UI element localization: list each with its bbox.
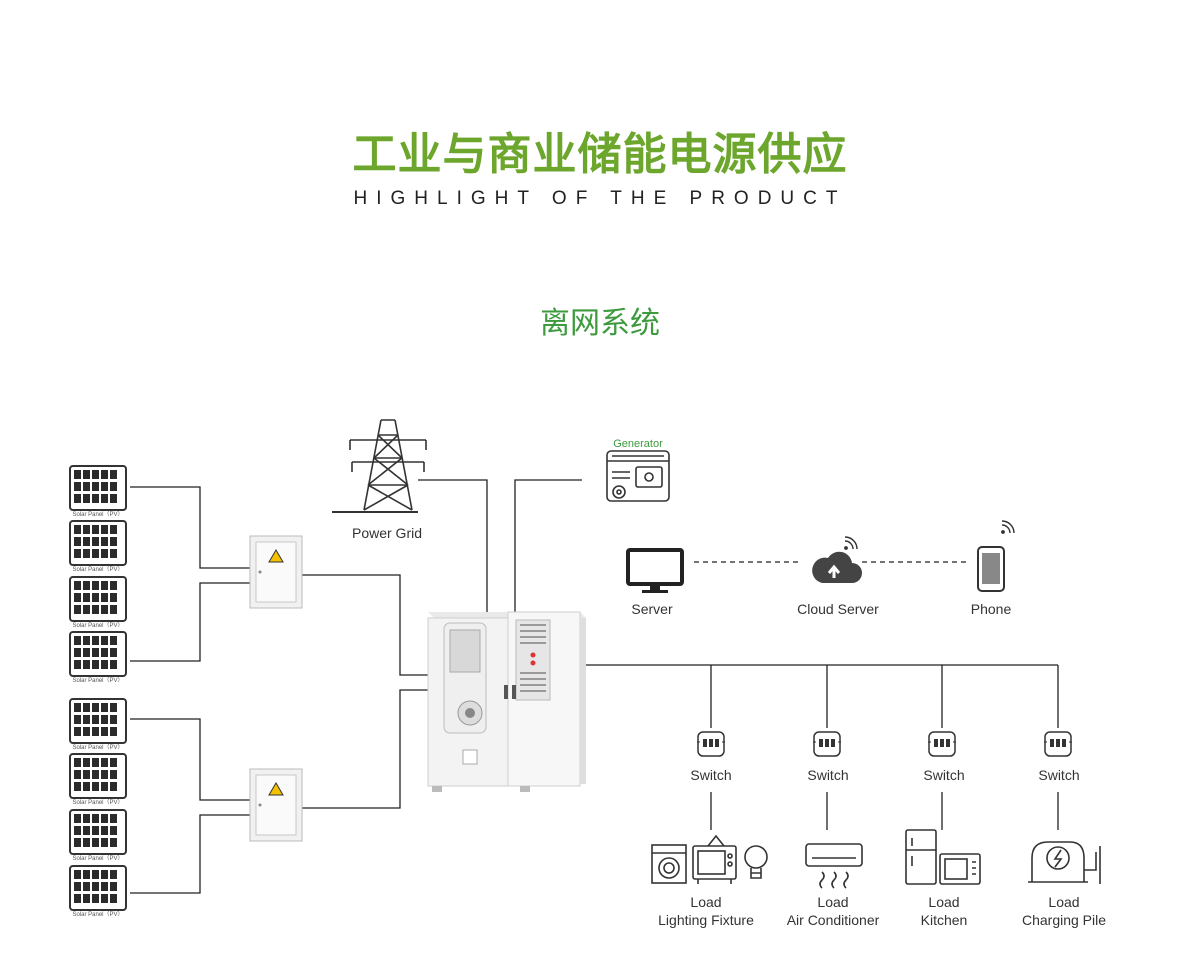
- energy-storage-cabinet: [427, 611, 586, 792]
- generator-icon: [606, 450, 670, 502]
- load-label: Load: [690, 894, 721, 910]
- switch-label: Switch: [690, 767, 731, 783]
- load-label: Load: [928, 894, 959, 910]
- solar-panel-icon: [69, 698, 127, 744]
- page-title: 工业与商业储能电源供应: [352, 129, 848, 180]
- page-subtitle: HIGHLIGHT OF THE PRODUCT: [353, 188, 847, 209]
- washing-machine-icon: [651, 844, 687, 884]
- solar-panel-icon: [69, 865, 127, 911]
- switch-icon: [927, 731, 957, 757]
- wifi-icon: [844, 536, 858, 550]
- section-title: 离网系统: [540, 306, 660, 341]
- wifi-icon: [1001, 520, 1015, 534]
- power-grid-label: Power Grid: [352, 525, 422, 541]
- solar-panel-label: Solar Panel（PV）: [72, 911, 123, 918]
- smartphone-icon: [977, 546, 1005, 592]
- solar-panel-label: Solar Panel（PV）: [72, 855, 123, 862]
- solar-panel-icon: [69, 631, 127, 677]
- switch-label: Switch: [807, 767, 848, 783]
- solar-panel-label: Solar Panel（PV）: [72, 744, 123, 751]
- solar-panel-icon: [69, 809, 127, 855]
- load-name-charging-pile: Charging Pile: [1022, 912, 1106, 928]
- solar-panel-label: Solar Panel（PV）: [72, 799, 123, 806]
- load-name-kitchen: Kitchen: [921, 912, 968, 928]
- wiring: [130, 479, 1059, 894]
- solar-panel-icon: [69, 520, 127, 566]
- solar-panel-label: Solar Panel（PV）: [72, 511, 123, 518]
- television-icon: [692, 834, 737, 884]
- combiner-box-icon: [249, 768, 303, 842]
- combiner-box-icon: [249, 535, 303, 609]
- load-name-lighting: Lighting Fixture: [658, 912, 754, 928]
- solar-panel-icon: [69, 753, 127, 799]
- load-label: Load: [817, 894, 848, 910]
- phone-label: Phone: [971, 601, 1012, 617]
- switch-icon: [812, 731, 842, 757]
- solar-panel-label: Solar Panel（PV）: [72, 677, 123, 684]
- monitor-icon: [626, 548, 684, 593]
- cloud-upload-icon: [812, 551, 862, 583]
- cloud-server-label: Cloud Server: [797, 601, 879, 617]
- microwave-icon: [939, 853, 981, 885]
- server-label: Server: [631, 601, 673, 617]
- solar-panel-label: Solar Panel（PV）: [72, 622, 123, 629]
- light-bulb-icon: [744, 845, 768, 879]
- load-name-air-conditioner: Air Conditioner: [787, 912, 880, 928]
- load-labels: Load Lighting Fixture Load Air Condition…: [658, 894, 1106, 928]
- switch-label: Switch: [923, 767, 964, 783]
- air-conditioner-icon: [805, 843, 863, 889]
- solar-panel-label: Solar Panel（PV）: [72, 566, 123, 573]
- switch-label: Switch: [1038, 767, 1079, 783]
- generator-label: Generator: [613, 438, 663, 450]
- solar-panel-array: [69, 465, 127, 911]
- ev-charger-icon: [1028, 841, 1101, 884]
- refrigerator-icon: [905, 829, 937, 885]
- solar-panel-icon: [69, 576, 127, 622]
- solar-panel-icon: [69, 465, 127, 511]
- switch-icon: [1043, 731, 1073, 757]
- solar-labels: Solar Panel（PV） Solar Panel（PV） Solar Pa…: [72, 511, 123, 918]
- load-label: Load: [1048, 894, 1079, 910]
- power-tower-icon: [332, 419, 427, 513]
- switch-icon: [696, 731, 726, 757]
